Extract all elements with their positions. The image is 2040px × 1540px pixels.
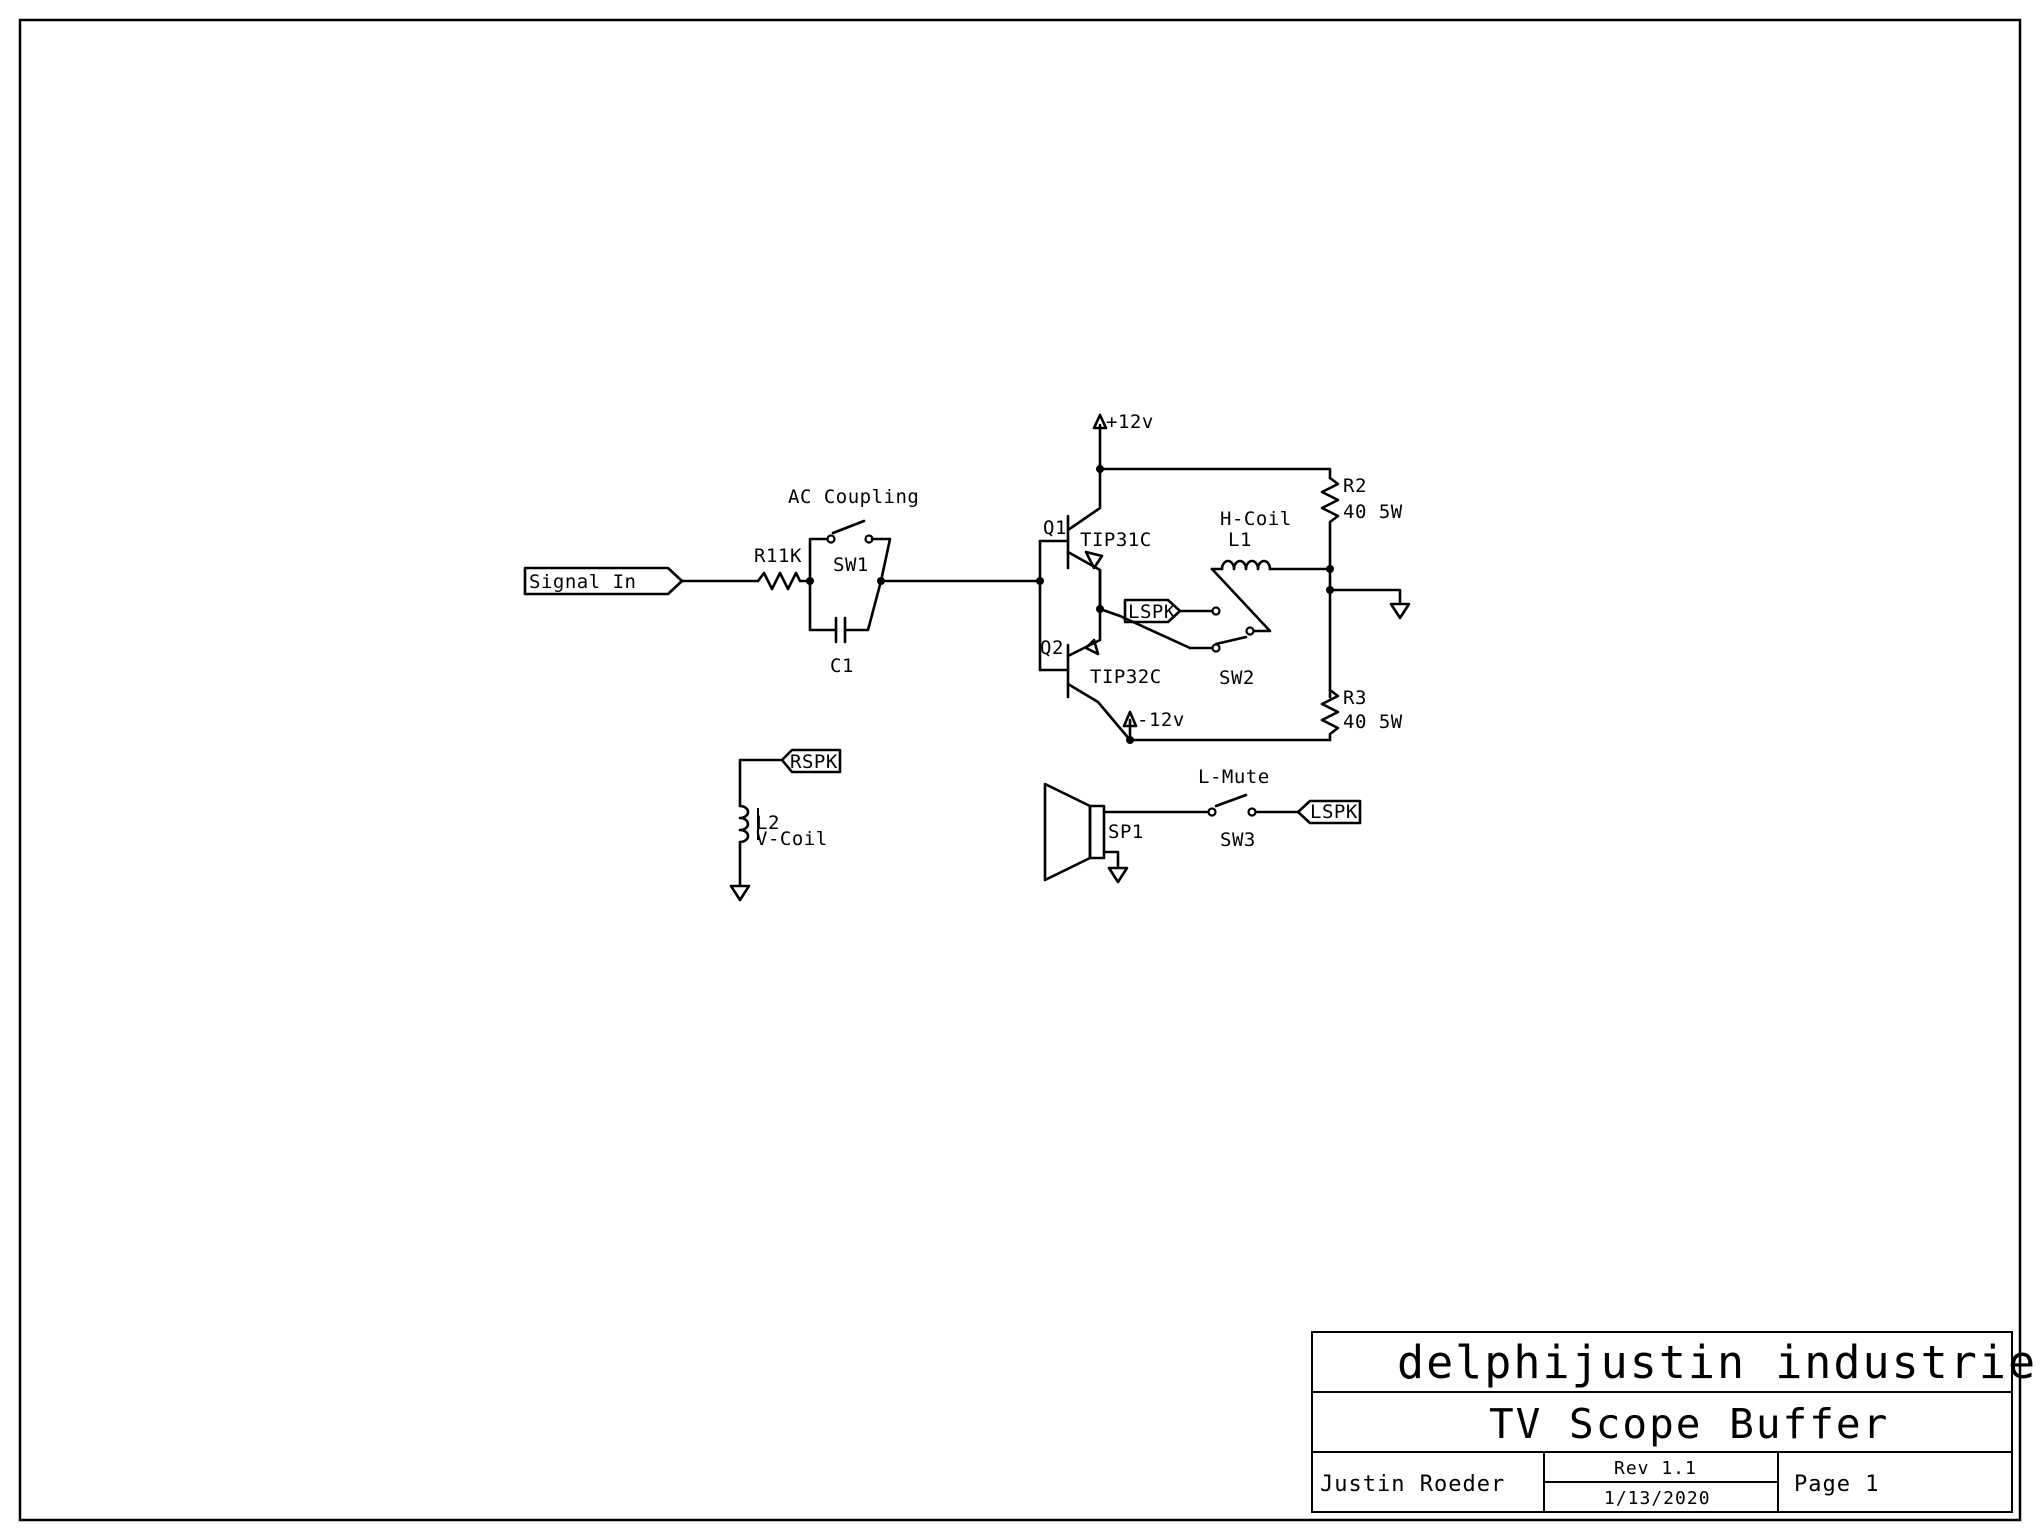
revision-label: Rev 1.1 (1614, 1458, 1697, 1479)
q2-ref-label: Q2 (1040, 637, 1064, 659)
neg-rail-label: -12v (1137, 709, 1185, 731)
r1-value-label: 1K (778, 545, 802, 567)
l1-ref-label: L1 (1228, 529, 1252, 551)
l2-name-label: V-Coil (756, 828, 828, 850)
q1-part-label: TIP31C (1080, 529, 1152, 551)
page-label: Page 1 (1794, 1472, 1879, 1497)
sw1-ref-label: SW1 (833, 554, 869, 576)
resistor-r1: R1 1K (754, 545, 812, 591)
sp1-ref-label: SP1 (1108, 821, 1144, 843)
l2-ref-label: L2 (756, 812, 780, 834)
capacitor-c1: C1 (808, 579, 883, 677)
pos-rail-label: +12v (1106, 411, 1154, 433)
sw3-name-label: L-Mute (1198, 766, 1270, 788)
signal-in-port: Signal In (523, 566, 684, 596)
inductor-l1: H-Coil L1 (1210, 508, 1332, 571)
c1-ref-label: C1 (830, 655, 854, 677)
lspk-port: LSPK (1123, 598, 1182, 624)
rail-pos-12v: +12v (1092, 411, 1154, 471)
transistor-q2: Q2 TIP32C (1038, 568, 1162, 742)
l1-name-label: H-Coil (1220, 508, 1292, 530)
rail-neg-12v: -12v (1122, 709, 1185, 742)
r2-value-label: 40 5W (1343, 501, 1403, 523)
company-name: delphijustin industries (1397, 1336, 2040, 1389)
signal-in-label: Signal In (529, 571, 636, 593)
drawing-title: TV Scope Buffer (1489, 1400, 1889, 1448)
sw1-group-label: AC Coupling (788, 486, 919, 508)
sw2-ref-label: SW2 (1219, 667, 1255, 689)
r2-ref-label: R2 (1343, 475, 1367, 497)
date-label: 1/13/2020 (1604, 1488, 1711, 1509)
speaker-sp1: SP1 (1043, 782, 1212, 884)
switch-sw3: L-Mute SW3 (1198, 766, 1300, 851)
resistor-r2: R2 40 5W (1320, 475, 1403, 571)
switch-sw1: AC Coupling SW1 (788, 486, 919, 583)
inductor-l2: L2 V-Coil (729, 758, 828, 902)
q2-part-label: TIP32C (1090, 666, 1162, 688)
wire-top-rail (1098, 467, 1332, 480)
lspk-port-2: LSPK (1296, 799, 1362, 825)
sheet-border (18, 18, 2022, 1522)
r3-value-label: 40 5W (1343, 711, 1403, 733)
transistor-q1: Q1 TIP31C (1038, 467, 1152, 572)
wire-emitter (1098, 568, 1192, 650)
r3-ref-label: R3 (1343, 687, 1367, 709)
switch-sw2: SW2 (1178, 567, 1272, 689)
rspk-label: RSPK (790, 751, 838, 773)
rspk-port: RSPK (780, 748, 842, 774)
r1-ref-label: R1 (754, 545, 778, 567)
sw3-ref-label: SW3 (1220, 829, 1256, 851)
q1-ref-label: Q1 (1043, 517, 1067, 539)
title-block: delphijustin industries TV Scope Buffer … (1311, 1331, 2040, 1513)
author-name: Justin Roeder (1320, 1472, 1505, 1497)
lspk-label-2: LSPK (1310, 801, 1358, 823)
lspk-label: LSPK (1128, 601, 1176, 623)
resistor-r3: R3 40 5W (1320, 687, 1403, 742)
ground-symbol (1328, 588, 1411, 620)
